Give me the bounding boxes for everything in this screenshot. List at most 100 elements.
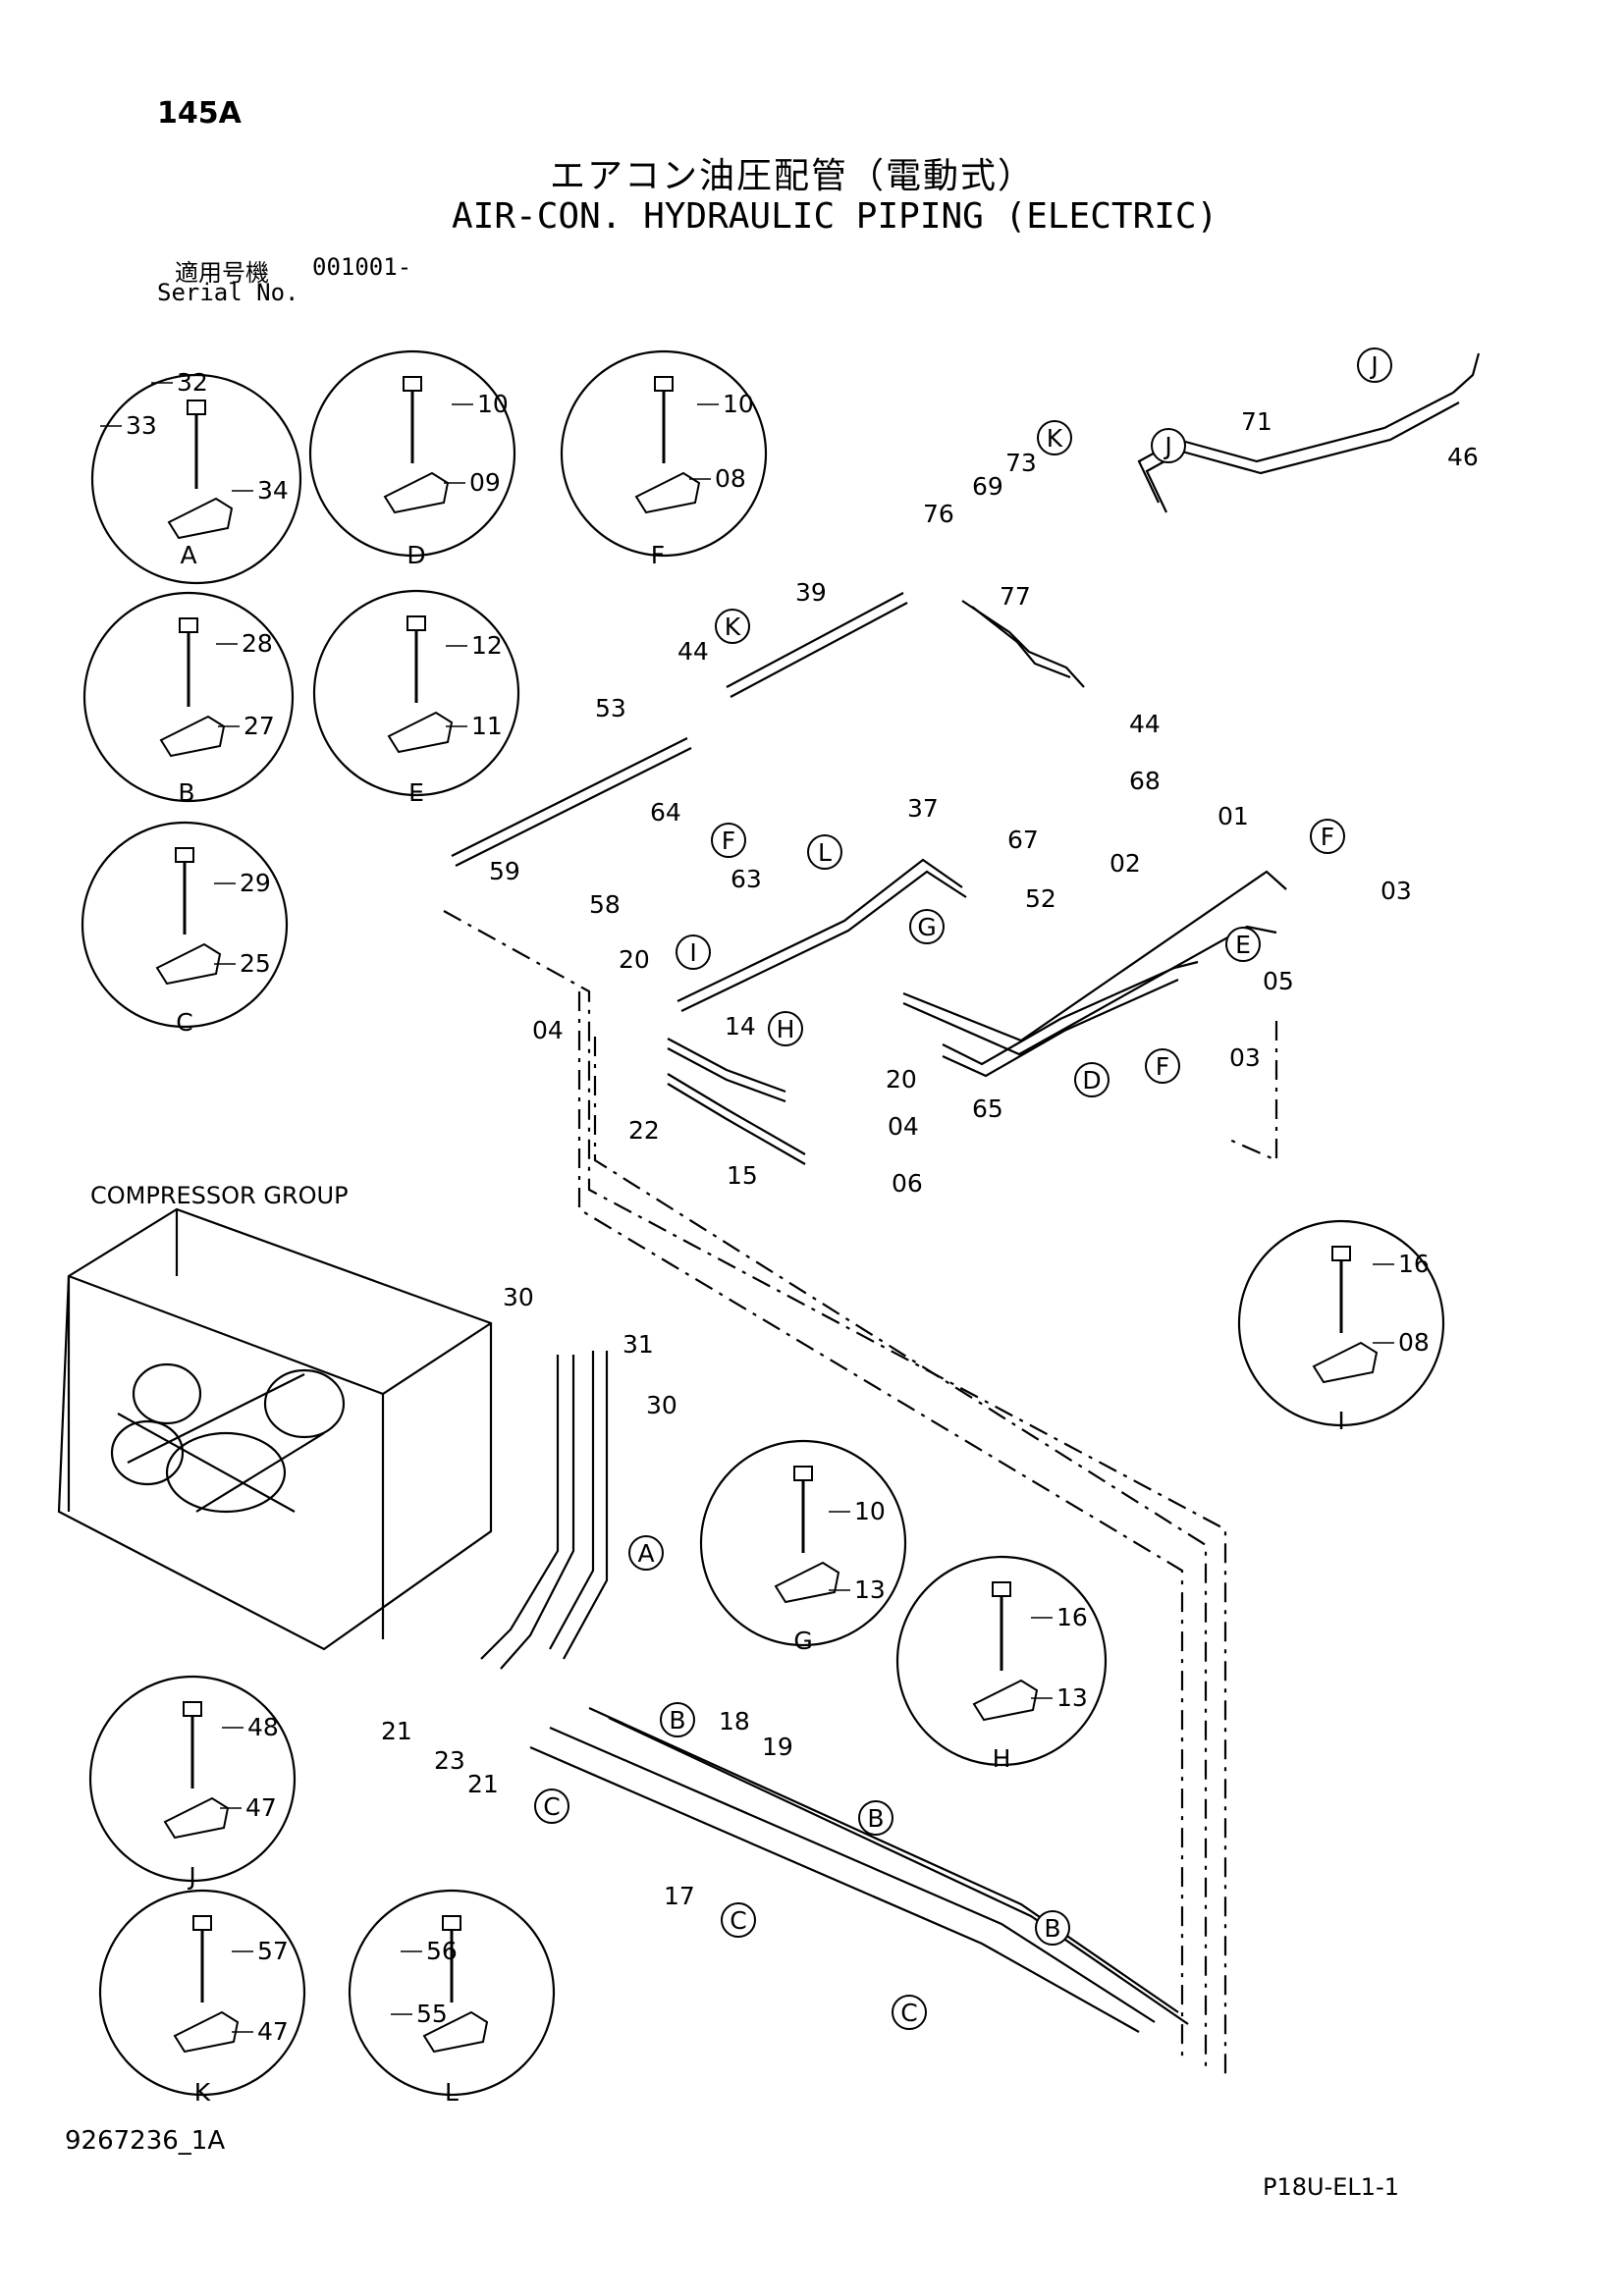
pipe-31 <box>549 1351 595 1650</box>
hose-46 <box>1452 352 1481 394</box>
hose-15b <box>667 1083 806 1165</box>
part-number: 53 <box>595 694 626 722</box>
callout-letter: C <box>900 1999 917 2027</box>
clamp-shape <box>774 1561 840 1604</box>
callout-k: K <box>715 609 750 644</box>
part-number: 77 <box>1000 582 1031 611</box>
callout-circle <box>1035 1910 1070 1946</box>
part-number: 06 <box>892 1169 923 1198</box>
part-number: 15 <box>727 1161 758 1190</box>
part-number: 69 <box>972 472 1003 501</box>
clamp-shape <box>422 2010 489 2054</box>
callout-letter: K <box>1047 424 1063 453</box>
callout-i: I <box>676 934 711 970</box>
bolt-head <box>175 847 194 863</box>
detail-views: A323334D1009F1008B2827E1211C2925I1608G10… <box>81 349 1445 2107</box>
pipe-31b <box>563 1351 609 1660</box>
part-number: 20 <box>886 1065 917 1094</box>
pipe-65b <box>942 978 1179 1078</box>
detail-circle <box>308 349 516 558</box>
detail-circle <box>1237 1219 1445 1427</box>
detail-part-number: 08 <box>715 464 746 493</box>
title-japanese: エアコン油圧配管（電動式） <box>550 156 1036 196</box>
callout-letter: B <box>669 1706 685 1735</box>
detail-part-number: 13 <box>1056 1683 1088 1712</box>
pipe-39 <box>726 592 904 688</box>
part-number: 03 <box>1380 877 1412 905</box>
part-number: 19 <box>762 1733 793 1761</box>
callout-circle <box>807 834 842 870</box>
pipe-30b <box>500 1355 575 1670</box>
hose-77 <box>961 600 1085 688</box>
callout-letter: K <box>725 613 741 641</box>
callout-b: B <box>1035 1910 1070 1946</box>
part-number: 04 <box>532 1016 564 1044</box>
serial-label-japanese: 適用号機 <box>175 259 269 287</box>
compressor-box-edge <box>67 1209 492 1639</box>
detail-part-number: 16 <box>1056 1603 1088 1631</box>
part-number: 59 <box>489 857 520 885</box>
clamp-shape <box>383 471 450 514</box>
detail-part-number: 25 <box>240 949 271 978</box>
detail-part-number: 33 <box>126 411 157 440</box>
callout-letter: L <box>818 838 832 867</box>
callout-circle <box>1225 927 1261 962</box>
callout-letter: F <box>722 827 735 855</box>
part-number: 30 <box>646 1391 677 1419</box>
part-number: 03 <box>1229 1043 1261 1072</box>
line-53b <box>455 747 692 867</box>
part-number: 73 <box>1005 449 1037 477</box>
callout-letter: C <box>730 1906 746 1935</box>
detail-part-number: 57 <box>257 1937 289 1965</box>
callout-letter: A <box>637 1539 654 1568</box>
detail-view-letter: H <box>993 1744 1011 1773</box>
callout-circle <box>1310 819 1345 854</box>
callout-c: C <box>892 1995 927 2030</box>
bolt-head <box>183 1701 202 1717</box>
pipe-17 <box>529 1745 1140 2033</box>
callout-b: B <box>660 1702 695 1737</box>
callout-c: C <box>721 1902 756 1938</box>
callout-letter: H <box>777 1015 795 1043</box>
detail-part-number: 10 <box>723 390 754 418</box>
callout-letter: C <box>543 1792 560 1821</box>
pipe-01 <box>902 870 1287 1042</box>
callout-g: G <box>909 909 945 944</box>
bolt-head <box>992 1581 1011 1597</box>
callout-letter: F <box>1156 1052 1169 1081</box>
part-number: 02 <box>1110 849 1141 878</box>
detail-view-letter: D <box>406 541 425 569</box>
detail-circle <box>88 1675 297 1883</box>
reference-line <box>1226 1021 1278 1162</box>
callout-k: K <box>1037 420 1072 455</box>
callout-letter: D <box>1082 1066 1101 1095</box>
clamp-shape <box>634 471 701 514</box>
clamp-shape <box>972 1679 1039 1722</box>
compressor-belt <box>117 1373 325 1513</box>
detail-view-letter: G <box>793 1627 812 1655</box>
callout-circle <box>858 1800 893 1836</box>
clamp-shape <box>155 942 222 986</box>
part-number: 68 <box>1129 767 1161 795</box>
compressor-pulley <box>110 1419 185 1486</box>
detail-view-letter: A <box>180 541 196 569</box>
hose-77b <box>971 606 1071 679</box>
detail-view-letter: K <box>194 2078 211 2107</box>
detail-circle <box>98 1889 306 2097</box>
part-number: 31 <box>623 1330 654 1359</box>
callout-circle <box>676 934 711 970</box>
pipe-02 <box>902 925 1277 1056</box>
part-number: 17 <box>664 1882 695 1910</box>
detail-part-number: 34 <box>257 476 289 505</box>
detail-circle <box>699 1439 907 1647</box>
callout-letter: I <box>689 938 696 967</box>
part-number: 39 <box>795 578 827 607</box>
part-number: 44 <box>1129 710 1161 738</box>
reference-line <box>577 991 1184 2061</box>
